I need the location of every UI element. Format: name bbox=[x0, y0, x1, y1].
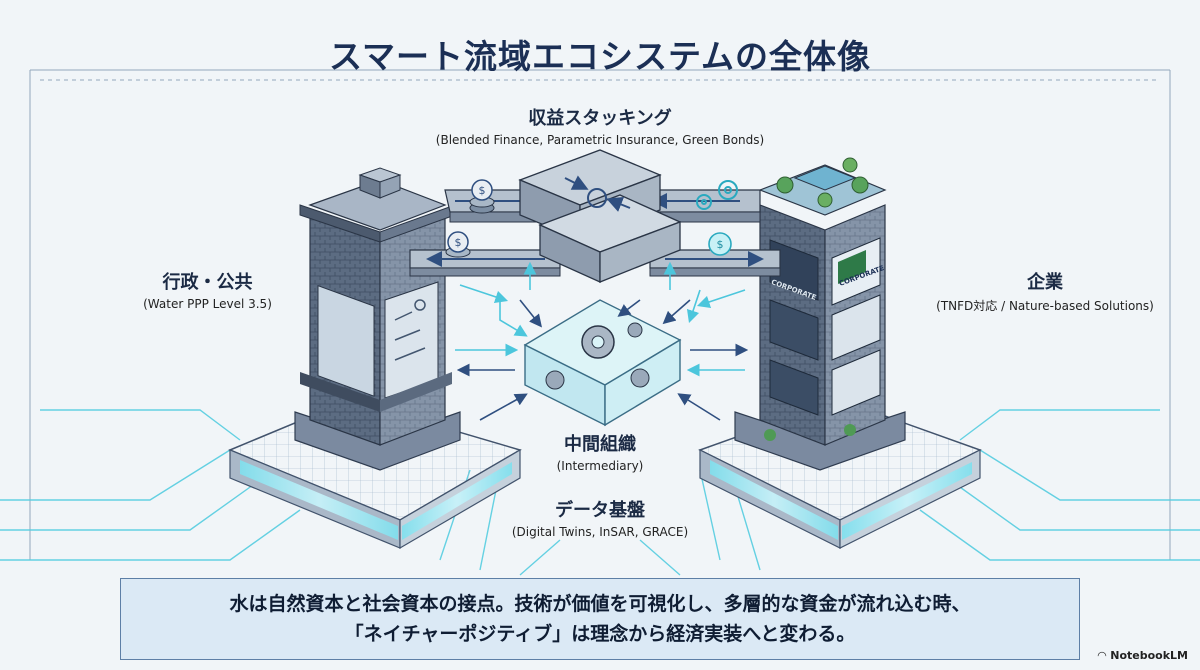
enterprise-title: 企業 bbox=[1027, 272, 1063, 293]
caption-box: 水は自然資本と社会資本の接点。技術が価値を可視化し、多層的な資金が流れ込む時、 … bbox=[120, 578, 1080, 660]
revenue-stacking-subtitle: (Blended Finance, Parametric Insurance, … bbox=[435, 133, 765, 147]
revenue-stacking-title: 収益スタッキング bbox=[528, 108, 672, 129]
brand-name: NotebookLM bbox=[1110, 649, 1188, 662]
data-platform-title: データ基盤 bbox=[555, 500, 645, 521]
data-platform-subtitle: (Digital Twins, InSAR, GRACE) bbox=[511, 525, 689, 539]
caption-line-2: 「ネイチャーポジティブ」は理念から経済実装へと変わる。 bbox=[344, 623, 856, 645]
intermediary-subtitle: (Intermediary) bbox=[556, 459, 644, 473]
notebooklm-icon: ◠ bbox=[1097, 649, 1107, 662]
svg-text:$: $ bbox=[479, 184, 486, 197]
corporate-tower bbox=[734, 157, 906, 471]
svg-text:$: $ bbox=[455, 236, 462, 249]
government-tower bbox=[294, 167, 461, 471]
brand-mark: ◠ NotebookLM bbox=[1098, 649, 1188, 662]
revenue-hub bbox=[518, 149, 682, 284]
intermediary-title: 中間組織 bbox=[564, 434, 636, 455]
government-label: 行政・公共 (Water PPP Level 3.5) bbox=[120, 268, 295, 311]
enterprise-subtitle: (TNFD対応 / Nature-based Solutions) bbox=[936, 299, 1154, 313]
data-platform-label: データ基盤 (Digital Twins, InSAR, GRACE) bbox=[460, 496, 740, 539]
coin-icon-right: $ bbox=[708, 232, 732, 256]
coin-icon-lower-left: $ bbox=[445, 231, 471, 258]
enterprise-label: 企業 (TNFD対応 / Nature-based Solutions) bbox=[905, 268, 1185, 314]
frame-lines bbox=[29, 69, 1171, 560]
gear-icon-right bbox=[696, 180, 738, 210]
government-subtitle: (Water PPP Level 3.5) bbox=[143, 297, 272, 311]
connector-arrows bbox=[455, 261, 749, 421]
caption-line-1: 水は自然資本と社会資本の接点。技術が価値を可視化し、多層的な資金が流れ込む時、 bbox=[229, 593, 971, 615]
intermediary-cube bbox=[523, 299, 682, 427]
page-title: スマート流域エコシステムの全体像 bbox=[328, 37, 872, 76]
revenue-stacking-label: 収益スタッキング (Blended Finance, Parametric In… bbox=[380, 104, 820, 147]
intermediary-label: 中間組織 (Intermediary) bbox=[500, 430, 700, 473]
government-title: 行政・公共 bbox=[162, 272, 253, 293]
coin-icon-left: $ bbox=[469, 179, 495, 214]
svg-text:$: $ bbox=[717, 238, 724, 251]
